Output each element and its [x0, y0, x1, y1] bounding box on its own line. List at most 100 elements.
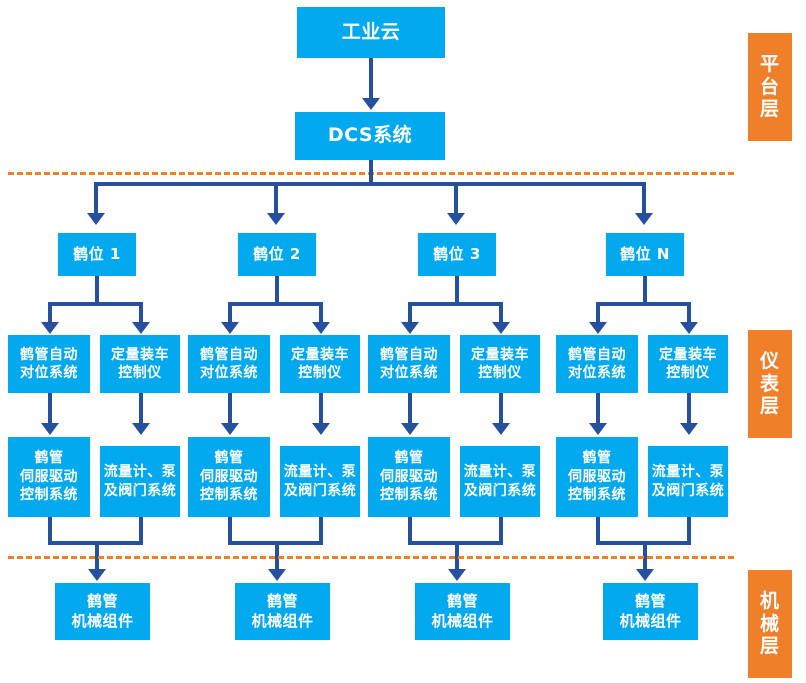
arrowhead-instr-4a	[589, 322, 607, 334]
arrowhead-instr-3a	[401, 322, 419, 334]
node-control-3-right[interactable]: 流量计、泵 及阀门系统	[460, 446, 540, 517]
node-industrial-cloud[interactable]: 工业云	[297, 7, 445, 58]
connector-ctrl3a-down	[408, 517, 412, 545]
arrowhead-instr-4b	[680, 322, 698, 334]
arrowhead-mech-1	[88, 569, 106, 581]
layer-instrument-char-1: 仪	[759, 350, 780, 373]
connector-ctrl1a-down	[48, 517, 52, 545]
node-control-1-right[interactable]: 流量计、泵 及阀门系统	[100, 446, 180, 517]
node-control-3-left[interactable]: 鹤管 伺服驱动 控制系统	[368, 437, 450, 517]
connector-station3-right-drop	[499, 302, 503, 324]
arrowhead-station-1	[87, 213, 105, 225]
layer-platform-char-3: 层	[759, 98, 780, 121]
arrowhead-cloud-to-dcs	[362, 98, 380, 110]
connector-instr4a-to-ctrl	[596, 393, 600, 425]
layer-tag-instrument: 仪 表 层	[748, 330, 792, 438]
connector-ctrl4a-down	[596, 517, 600, 545]
node-station-1[interactable]: 鹤位 1	[58, 233, 136, 276]
layer-platform-char-2: 台	[759, 75, 780, 98]
node-dcs-system[interactable]: DCS系统	[295, 112, 445, 160]
connector-station2-fork	[228, 302, 323, 306]
connector-station1-right-drop	[139, 302, 143, 324]
connector-station1-left-drop	[48, 302, 52, 324]
arrowhead-station-2	[267, 213, 285, 225]
arrowhead-ctrl-4a	[589, 423, 607, 435]
node-control-1-left[interactable]: 鹤管 伺服驱动 控制系统	[8, 437, 90, 517]
connector-station4-right-drop	[687, 302, 691, 324]
node-mechanical-4[interactable]: 鹤管 机械组件	[603, 583, 698, 640]
arrowhead-ctrl-3a	[401, 423, 419, 435]
connector-station3-fork	[408, 302, 503, 306]
arrowhead-ctrl-2a	[221, 423, 239, 435]
node-instrument-2-left[interactable]: 鹤管自动 对位系统	[188, 335, 270, 393]
arrowhead-instr-2a	[221, 322, 239, 334]
arrowhead-mech-4	[636, 569, 654, 581]
connector-instr2a-to-ctrl	[228, 393, 232, 425]
layer-mechanical-char-2: 械	[759, 612, 780, 635]
connector-instr3a-to-ctrl	[408, 393, 412, 425]
node-station-4[interactable]: 鹤位 N	[606, 233, 684, 276]
node-instrument-3-left[interactable]: 鹤管自动 对位系统	[368, 335, 450, 393]
layer-tag-mechanical: 机 械 层	[748, 570, 792, 678]
node-control-2-right[interactable]: 流量计、泵 及阀门系统	[280, 446, 360, 517]
connector-station1-fork	[48, 302, 143, 306]
node-instrument-3-right[interactable]: 定量装车 控制仪	[460, 335, 540, 393]
connector-cloud-to-dcs	[369, 58, 373, 100]
connector-station4-fork	[596, 302, 691, 306]
arrowhead-ctrl-1a	[41, 423, 59, 435]
layer-instrument-char-2: 表	[759, 372, 780, 395]
node-instrument-2-right[interactable]: 定量装车 控制仪	[280, 335, 360, 393]
connector-station3-stem	[455, 276, 459, 304]
connector-station1-stem	[95, 276, 99, 304]
node-mechanical-2[interactable]: 鹤管 机械组件	[235, 583, 330, 640]
node-station-2[interactable]: 鹤位 2	[238, 233, 316, 276]
arrowhead-mech-3	[448, 569, 466, 581]
layer-mechanical-char-1: 机	[759, 590, 780, 613]
connector-bus-drop-4	[642, 182, 646, 215]
layer-platform-char-1: 平	[759, 53, 780, 76]
arrowhead-ctrl-3b	[492, 423, 510, 435]
node-control-2-left[interactable]: 鹤管 伺服驱动 控制系统	[188, 437, 270, 517]
connector-ctrl2b-down	[319, 517, 323, 545]
connector-station3-left-drop	[408, 302, 412, 324]
connector-station4-left-drop	[596, 302, 600, 324]
node-control-4-right[interactable]: 流量计、泵 及阀门系统	[648, 446, 728, 517]
arrowhead-station-4	[635, 213, 653, 225]
node-instrument-1-left[interactable]: 鹤管自动 对位系统	[8, 335, 90, 393]
arrowhead-ctrl-1b	[132, 423, 150, 435]
node-mechanical-3[interactable]: 鹤管 机械组件	[415, 583, 510, 640]
arrowhead-instr-1b	[132, 322, 150, 334]
connector-instr2b-to-ctrl	[319, 393, 323, 425]
arrowhead-instr-3b	[492, 322, 510, 334]
connector-ctrl1b-down	[139, 517, 143, 545]
node-station-3[interactable]: 鹤位 3	[418, 233, 496, 276]
arrowhead-mech-2	[268, 569, 286, 581]
arrowhead-instr-2b	[312, 322, 330, 334]
connector-bus-drop-3	[454, 182, 458, 215]
connector-ctrl4b-down	[687, 517, 691, 545]
divider-instrument-mechanical	[8, 556, 734, 559]
node-control-4-left[interactable]: 鹤管 伺服驱动 控制系统	[556, 437, 638, 517]
connector-ctrl3b-down	[499, 517, 503, 545]
arrowhead-station-3	[447, 213, 465, 225]
node-mechanical-1[interactable]: 鹤管 机械组件	[55, 583, 150, 640]
connector-station2-stem	[275, 276, 279, 304]
connector-station2-right-drop	[319, 302, 323, 324]
layer-instrument-char-3: 层	[759, 395, 780, 418]
connector-instr4b-to-ctrl	[687, 393, 691, 425]
connector-bus-drop-2	[274, 182, 278, 215]
connector-instr1b-to-ctrl	[139, 393, 143, 425]
layer-mechanical-char-3: 层	[759, 635, 780, 658]
node-instrument-1-right[interactable]: 定量装车 控制仪	[100, 335, 180, 393]
connector-station2-left-drop	[228, 302, 232, 324]
arrowhead-ctrl-4b	[680, 423, 698, 435]
connector-instr3b-to-ctrl	[499, 393, 503, 425]
layer-tag-platform: 平 台 层	[748, 33, 792, 141]
node-instrument-4-left[interactable]: 鹤管自动 对位系统	[556, 335, 638, 393]
arrowhead-instr-1a	[41, 322, 59, 334]
connector-instr1a-to-ctrl	[48, 393, 52, 425]
connector-bus-drop-1	[94, 182, 98, 215]
connector-ctrl2a-down	[228, 517, 232, 545]
node-instrument-4-right[interactable]: 定量装车 控制仪	[648, 335, 728, 393]
